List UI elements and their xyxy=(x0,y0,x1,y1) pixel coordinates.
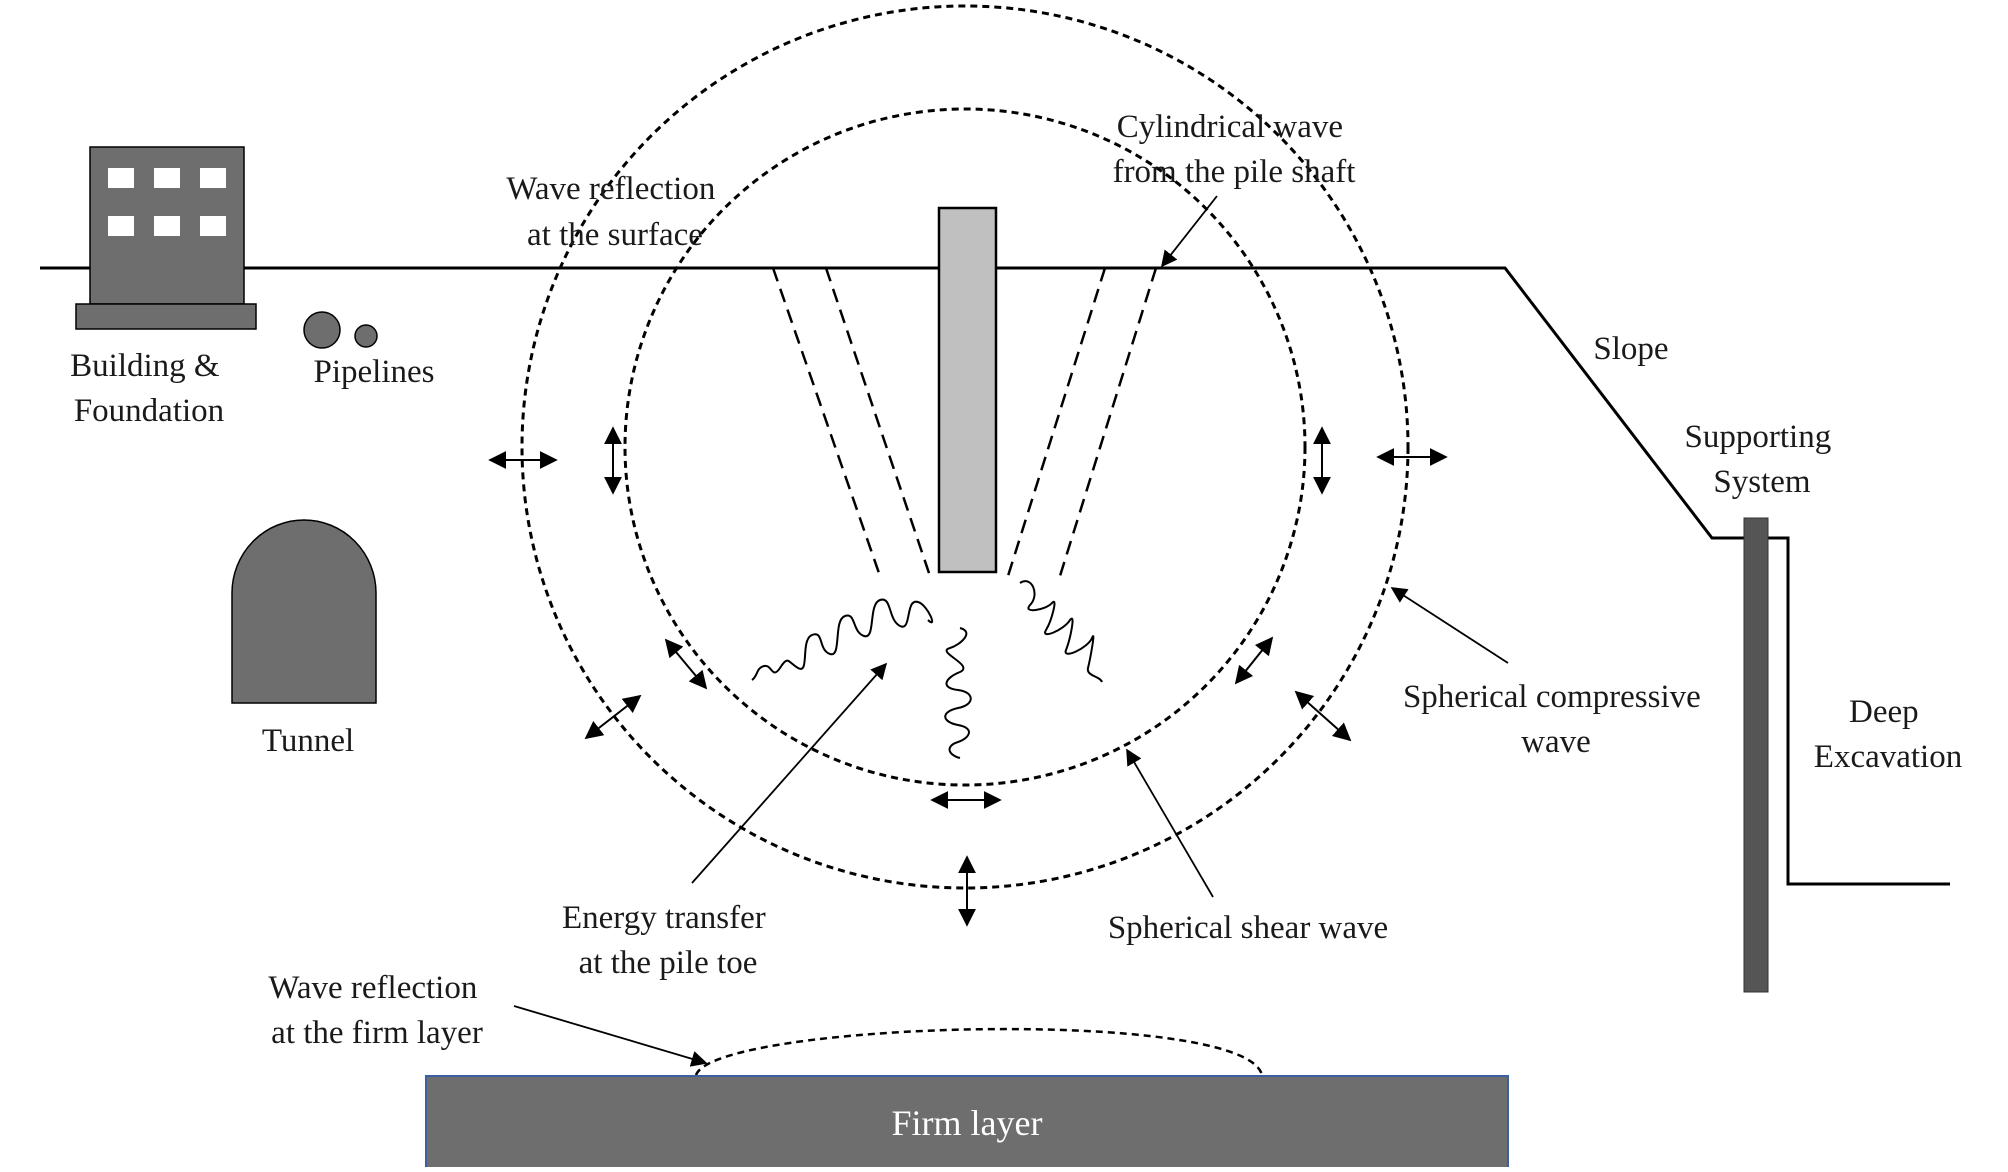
pipelines-icon xyxy=(303,311,378,349)
building-icon xyxy=(75,146,257,330)
supporting-system-line1: Supporting xyxy=(1685,419,1832,455)
building-label-line2: Foundation xyxy=(74,393,224,429)
energy-transfer-label: Energy transfer at the pile toe xyxy=(562,900,774,981)
pipelines-label: Pipelines xyxy=(314,354,435,390)
deep-excavation-label: Deep Excavation xyxy=(1814,694,1962,775)
supporting-system-line2: System xyxy=(1713,464,1811,500)
deep-excavation-line2: Excavation xyxy=(1814,739,1962,775)
pointer-arrows xyxy=(513,195,1509,1067)
pile-shaft xyxy=(937,206,998,574)
wave-reflection-surface-line2: at the surface xyxy=(527,217,703,253)
cylindrical-wave-lines xyxy=(771,267,1158,577)
compressive-wave-circle xyxy=(520,4,1410,890)
deep-excavation-line1: Deep xyxy=(1849,694,1919,730)
slope-label: Slope xyxy=(1593,331,1668,367)
spherical-compressive-wave-line2: wave xyxy=(1521,724,1591,760)
firm-layer-reflection-arc xyxy=(694,1027,1264,1076)
wave-reflection-surface-label: Wave reflection at the surface xyxy=(506,171,723,253)
firm-layer-label: Firm layer xyxy=(892,1103,1043,1143)
building-label: Building & Foundation xyxy=(70,348,228,429)
wave-reflection-firm-line1: Wave reflection xyxy=(268,970,477,1006)
spherical-shear-wave-label: Spherical shear wave xyxy=(1108,910,1388,946)
wave-reflection-surface-line1: Wave reflection xyxy=(506,171,715,207)
cylindrical-wave-label: Cylindrical wave from the pile shaft xyxy=(1113,109,1356,190)
supporting-system-wall xyxy=(1743,517,1769,993)
energy-transfer-line1: Energy transfer xyxy=(562,900,766,936)
spherical-compressive-wave-line1: Spherical compressive xyxy=(1403,679,1701,715)
energy-squiggles xyxy=(751,580,1103,759)
spherical-compressive-wave-label: Spherical compressive wave xyxy=(1403,679,1709,760)
wave-reflection-firm-label: Wave reflection at the firm layer xyxy=(268,970,485,1051)
particle-motion-arrows xyxy=(488,426,1448,927)
building-label-line1: Building & xyxy=(70,348,220,384)
energy-transfer-line2: at the pile toe xyxy=(579,945,758,981)
wave-reflection-firm-line2: at the firm layer xyxy=(271,1015,483,1051)
shear-wave-circle xyxy=(623,107,1307,787)
cylindrical-wave-line2: from the pile shaft xyxy=(1113,154,1356,190)
tunnel-label: Tunnel xyxy=(262,723,354,759)
supporting-system-label: Supporting System xyxy=(1685,419,1840,500)
cylindrical-wave-line1: Cylindrical wave xyxy=(1117,109,1343,145)
tunnel-icon xyxy=(231,519,377,704)
